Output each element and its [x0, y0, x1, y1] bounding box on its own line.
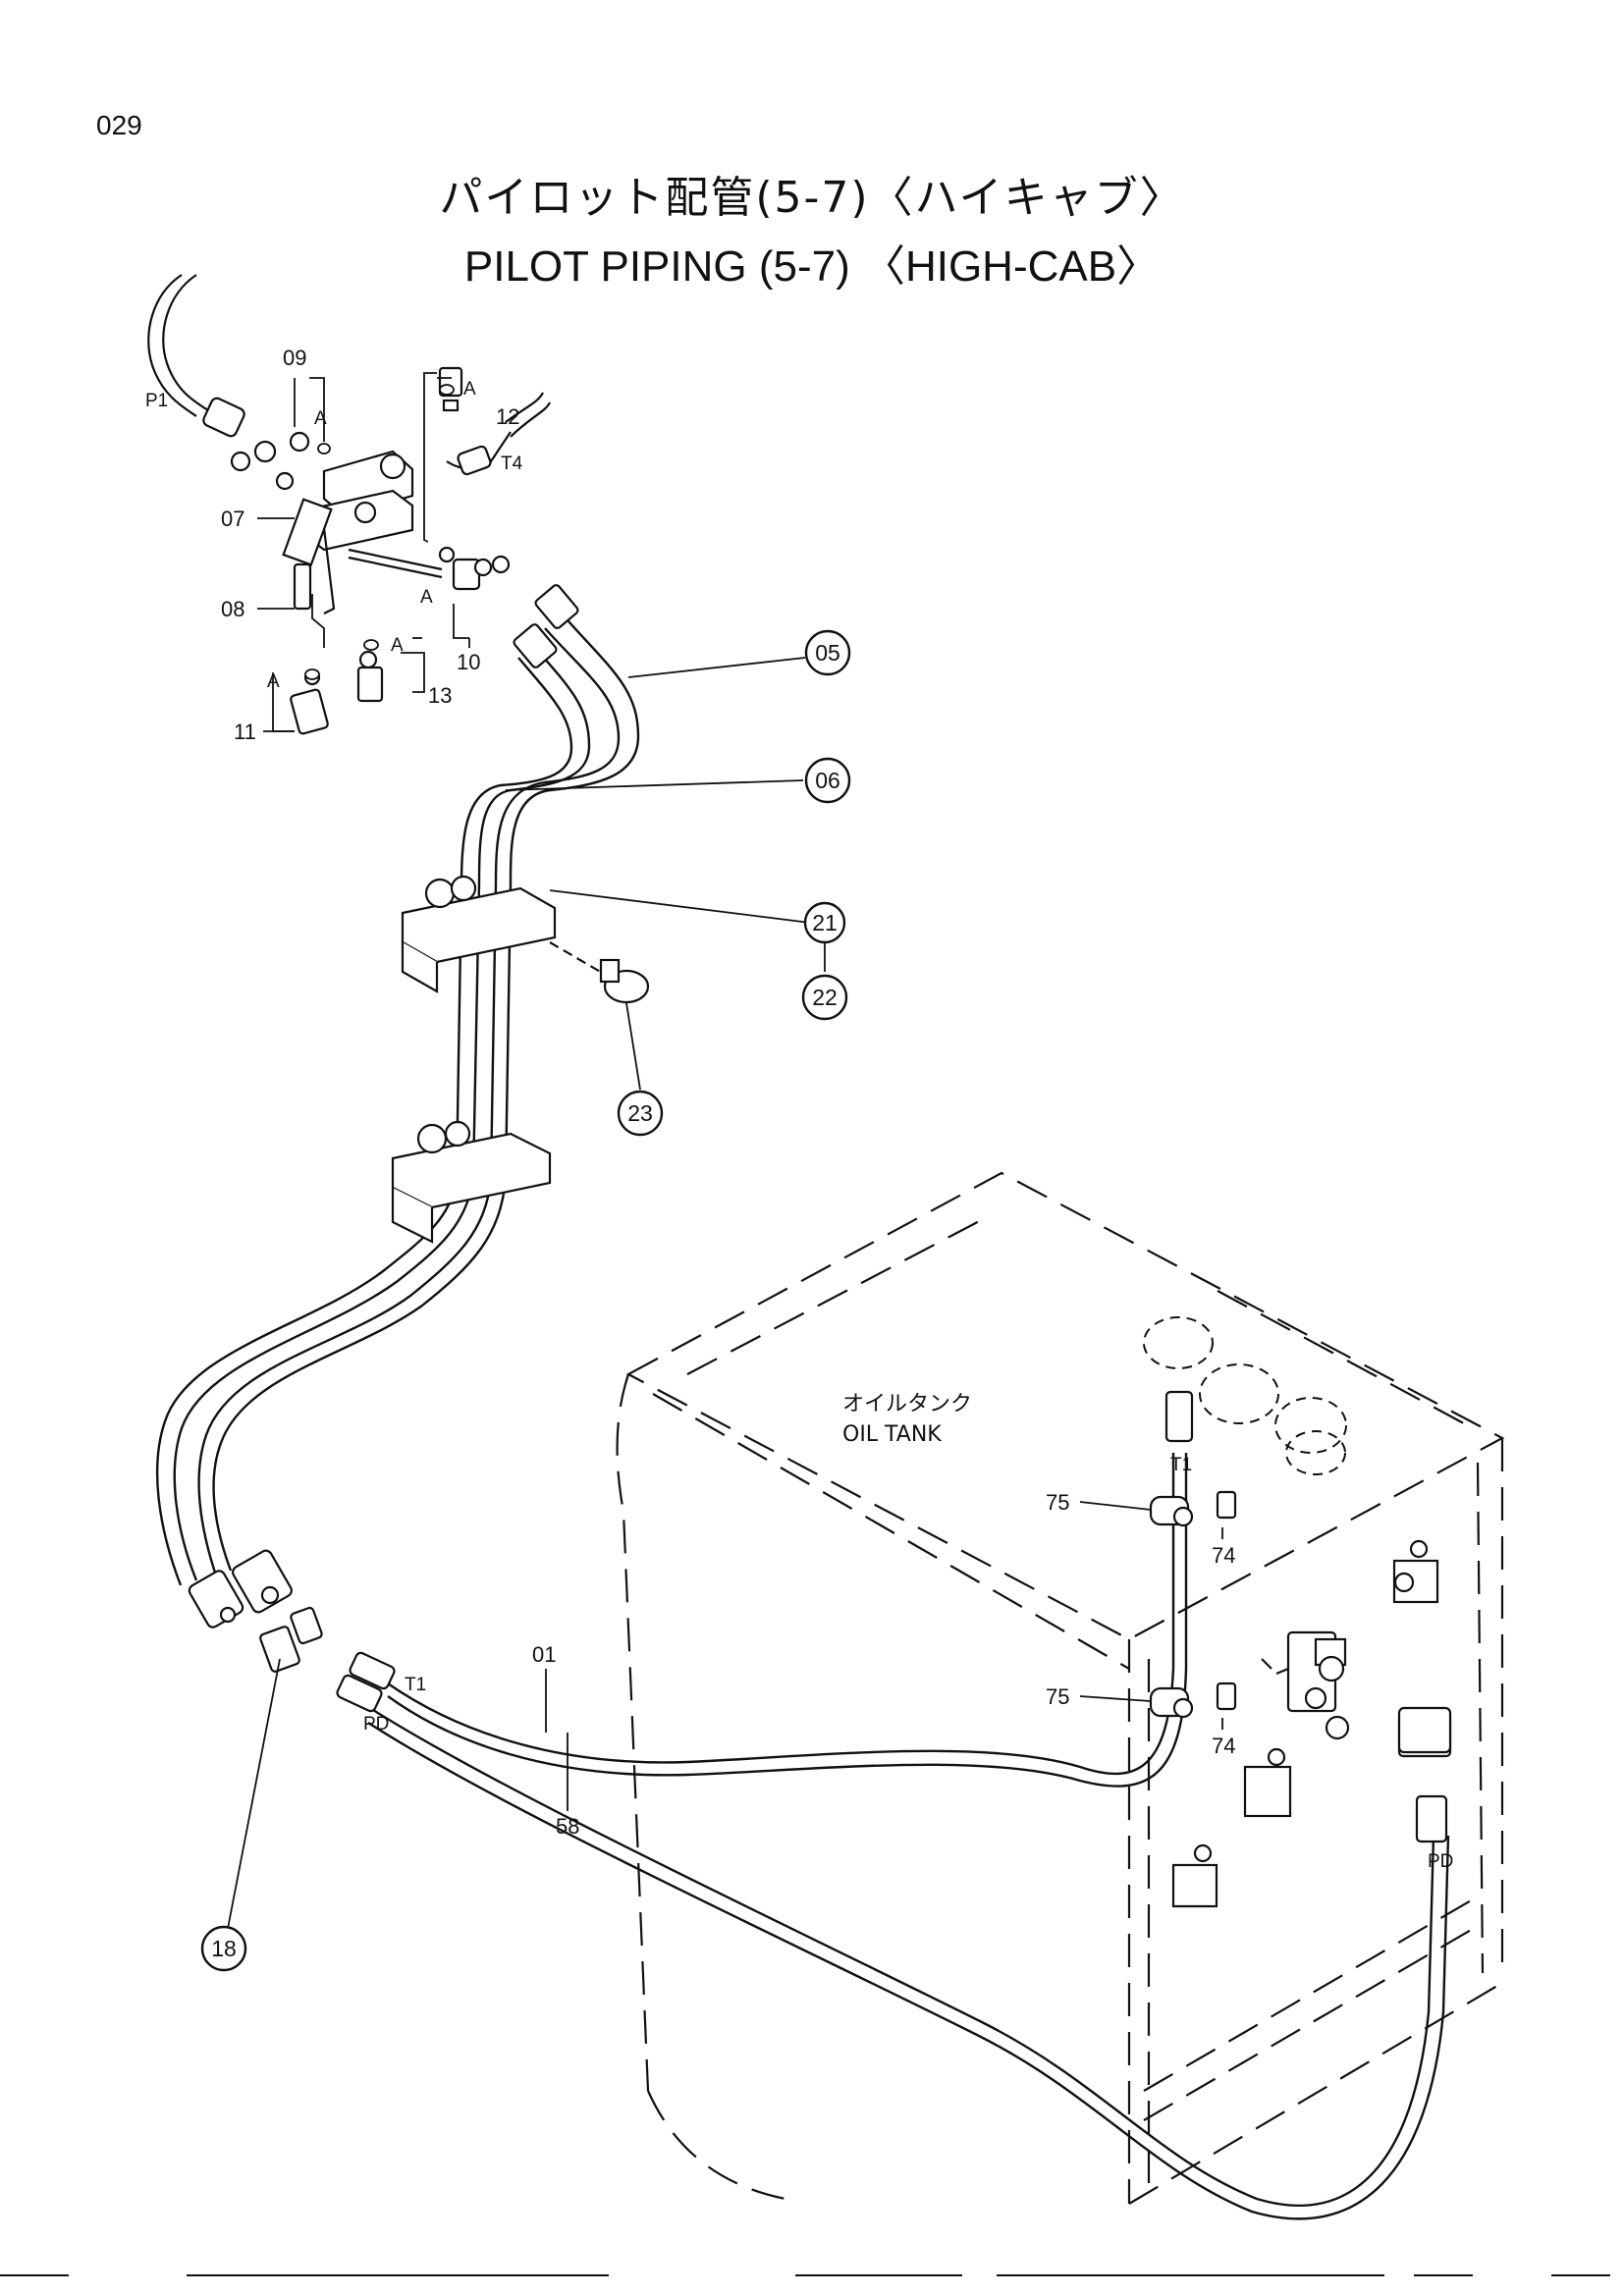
pilot-valve-assembly — [147, 274, 551, 735]
callout-23: 23 — [617, 1090, 664, 1137]
pilot-valve-leaders — [257, 372, 470, 732]
tank-label-japanese: オイルタンク — [842, 1392, 972, 1416]
return-pipe-fittings — [259, 1390, 1452, 1843]
port-a3: A — [420, 587, 433, 608]
svg-text:23: 23 — [627, 1100, 653, 1126]
hose-bundle — [155, 613, 640, 1586]
port-pd-right: PD — [1428, 1851, 1453, 1872]
bolt-23 — [549, 941, 650, 1004]
callout-18: 18 — [200, 1925, 247, 1972]
svg-text:06: 06 — [815, 768, 840, 793]
port-t1-bottom: T1 — [405, 1675, 426, 1695]
page-title-japanese: パイロット配管(5-7)〈ハイキャブ〉 — [439, 173, 1185, 223]
hose-top-fittings — [513, 584, 579, 668]
port-p1: P1 — [145, 391, 168, 411]
callout-05: 05 — [804, 629, 851, 676]
port-a4: A — [391, 635, 404, 656]
svg-text:21: 21 — [812, 910, 838, 935]
label-10: 10 — [457, 650, 480, 674]
port-a2: A — [463, 379, 476, 400]
label-08: 08 — [221, 597, 244, 621]
label-11: 11 — [234, 720, 256, 744]
port-labels: P1 T4 T1 T1 PD PD A A A A A — [145, 379, 1453, 1872]
hose-clamps — [391, 875, 557, 1244]
part-number-labels: 09 07 08 10 11 12 13 01 58 74 74 75 75 — [221, 346, 1235, 1839]
label-01: 01 — [532, 1642, 556, 1667]
page-title-english: PILOT PIPING (5-7) 〈HIGH-CAB〉 — [463, 242, 1161, 291]
label-75a: 75 — [1046, 1490, 1069, 1515]
callout-21: 21 — [803, 901, 846, 944]
hose-bottom-fittings — [188, 1549, 293, 1629]
label-09: 09 — [283, 346, 306, 370]
return-pipes — [367, 1453, 1450, 2220]
svg-text:05: 05 — [815, 640, 840, 666]
oil-tank-outline — [616, 1171, 1505, 2205]
label-74b: 74 — [1212, 1734, 1235, 1758]
label-13: 13 — [428, 683, 452, 708]
port-pd-left: PD — [363, 1714, 389, 1735]
svg-text:18: 18 — [211, 1936, 237, 1961]
port-t4: T4 — [501, 454, 523, 474]
label-74a: 74 — [1212, 1543, 1235, 1568]
label-58: 58 — [556, 1814, 579, 1839]
o-ring-marks — [304, 384, 455, 680]
tank-label-group: オイルタンク OIL TANK — [842, 1392, 972, 1447]
svg-text:22: 22 — [812, 985, 838, 1010]
tank-label-english: OIL TANK — [842, 1422, 942, 1447]
label-75b: 75 — [1046, 1684, 1069, 1709]
tank-clamps — [1149, 1490, 1237, 1719]
page-number: 029 — [96, 110, 142, 140]
label-07: 07 — [221, 507, 244, 531]
port-t1-top: T1 — [1170, 1455, 1192, 1475]
callout-22: 22 — [801, 974, 848, 1021]
tank-top-fittings — [1143, 1316, 1347, 1475]
label-12: 12 — [496, 404, 519, 429]
callout-leaders — [225, 657, 1223, 1940]
port-a5: A — [267, 671, 280, 692]
port-a1: A — [314, 408, 327, 429]
callout-06: 06 — [804, 757, 851, 804]
